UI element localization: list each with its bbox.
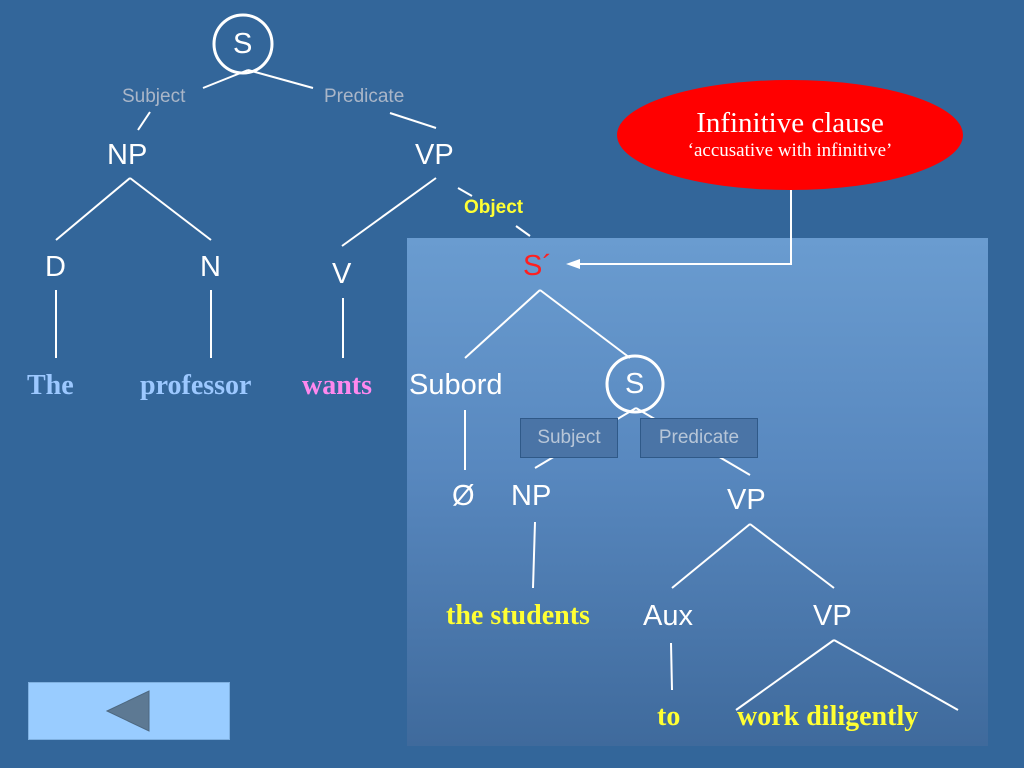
- inner-predicate-relation-label: Predicate: [640, 418, 758, 458]
- branch-sbar-subord: [464, 289, 541, 359]
- branch-vp-v: [341, 177, 437, 247]
- branch-vp2-left: [735, 639, 835, 711]
- np-node: NP: [107, 139, 148, 171]
- root-circle: [212, 13, 274, 75]
- subject-relation-label: Subject: [122, 86, 186, 107]
- branch-subject-np: [137, 111, 151, 131]
- object-relation-label: Object: [464, 197, 524, 218]
- s-bar-node: S´: [523, 250, 552, 282]
- word-work-diligently: work diligently: [737, 701, 919, 732]
- branch-vp-aux: [671, 523, 751, 589]
- null-complementizer-node: Ø: [452, 480, 475, 512]
- vp2-node: VP: [813, 600, 852, 632]
- word-to: to: [657, 701, 681, 732]
- callout-title: Infinitive clause: [696, 106, 884, 139]
- v-node: V: [332, 258, 352, 290]
- inner-s-node: S: [625, 368, 645, 400]
- inner-s-circle: [605, 354, 665, 414]
- word-wants: wants: [302, 370, 373, 401]
- branch-s-predicate: [247, 69, 314, 89]
- predicate-relation-label: Predicate: [324, 86, 405, 107]
- n-node: N: [200, 251, 221, 283]
- inner-np-node: NP: [511, 480, 552, 512]
- infinitive-clause-callout: Infinitive clause ‘accusative with infin…: [617, 80, 963, 190]
- branch-aux-to: [670, 642, 673, 691]
- subord-node: Subord: [409, 369, 503, 401]
- branch-np-n: [129, 177, 212, 241]
- left-triangle-icon: [105, 690, 150, 732]
- branch-vp-vp2: [749, 523, 835, 589]
- branch-np-words: [532, 521, 536, 589]
- branch-object-sbar: [515, 225, 531, 237]
- word-the-students: the students: [446, 600, 590, 631]
- root-node-s: S: [233, 28, 253, 60]
- branch-vp2-right: [833, 639, 959, 711]
- callout-connector: [574, 190, 792, 265]
- branch-sbar-s: [539, 289, 631, 359]
- vp-node: VP: [415, 139, 454, 171]
- word-the: The: [27, 370, 74, 401]
- branch-predicate-vp: [389, 112, 437, 129]
- word-professor: professor: [140, 370, 252, 401]
- callout-subtitle: ‘accusative with infinitive’: [687, 139, 893, 161]
- aux-node: Aux: [643, 600, 693, 632]
- d-node: D: [45, 251, 66, 283]
- inner-subject-relation-label: Subject: [520, 418, 618, 458]
- back-button[interactable]: [28, 682, 230, 740]
- branch-vp-object: [457, 187, 473, 197]
- branch-np-d: [55, 177, 131, 241]
- callout-arrowhead: [566, 259, 580, 269]
- inner-vp-node: VP: [727, 484, 766, 516]
